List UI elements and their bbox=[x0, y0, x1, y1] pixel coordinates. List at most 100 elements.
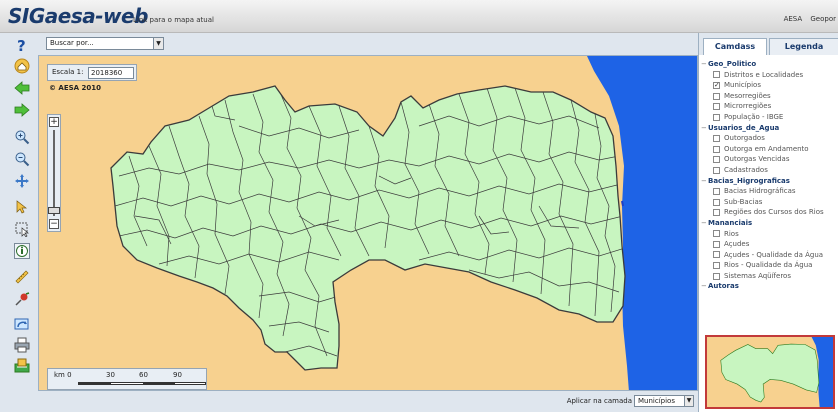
layer-checkbox[interactable] bbox=[713, 80, 720, 91]
search-select[interactable]: Buscar por... ▼ bbox=[46, 37, 164, 50]
top-right-links: AESA Geopor bbox=[778, 15, 836, 23]
layer-item[interactable]: Outorgados bbox=[701, 133, 837, 144]
layer-checkbox[interactable] bbox=[713, 240, 720, 248]
layer-item[interactable]: Municípios bbox=[701, 80, 837, 91]
geoportal-link[interactable]: Geopor bbox=[810, 15, 836, 23]
layer-item[interactable]: Açudes bbox=[701, 239, 837, 250]
export-icon[interactable] bbox=[14, 358, 30, 374]
identify-icon[interactable] bbox=[14, 199, 30, 215]
map-search-bar: Buscar por... ▼ bbox=[38, 33, 698, 55]
print-icon[interactable] bbox=[14, 337, 30, 353]
layer-checkbox[interactable] bbox=[713, 209, 720, 217]
layer-item-label: Distritos e Localidades bbox=[724, 70, 804, 79]
layer-item[interactable]: Outorga em Andamento bbox=[701, 144, 837, 155]
home-icon[interactable] bbox=[14, 58, 30, 74]
layer-checkbox[interactable] bbox=[713, 113, 720, 121]
layer-group-label: Bacias_Higrograficas bbox=[708, 176, 790, 185]
apply-layer-value: Municípios bbox=[638, 397, 675, 405]
info-icon[interactable] bbox=[14, 243, 30, 259]
layer-checkbox[interactable] bbox=[713, 251, 720, 259]
layer-item[interactable]: Mesorregiões bbox=[701, 91, 837, 102]
collapse-icon[interactable]: − bbox=[701, 176, 707, 185]
zoom-track[interactable] bbox=[53, 130, 55, 216]
forward-arrow-icon[interactable] bbox=[14, 102, 30, 118]
layer-checkbox[interactable] bbox=[713, 166, 720, 174]
back-arrow-icon[interactable] bbox=[14, 80, 30, 96]
apply-layer-select[interactable]: Municípios ▼ bbox=[634, 395, 694, 407]
layer-group-label: Geo_Politico bbox=[708, 60, 757, 68]
layer-item-label: Outorgados bbox=[724, 134, 765, 143]
layer-checkbox[interactable] bbox=[713, 71, 720, 79]
zoom-slider[interactable]: + − bbox=[47, 114, 61, 232]
scale-input[interactable] bbox=[88, 67, 134, 79]
zoom-minus-button[interactable]: − bbox=[49, 219, 59, 229]
layer-item[interactable]: Cadastrados bbox=[701, 165, 837, 176]
map-canvas[interactable]: Escala 1: © AESA 2010 + − km 0 30 60 90 bbox=[38, 55, 698, 391]
layer-checkbox[interactable] bbox=[713, 103, 720, 111]
layer-checkbox[interactable] bbox=[713, 262, 720, 270]
chevron-down-icon[interactable]: ▼ bbox=[153, 38, 163, 49]
layer-item[interactable]: Sub-Bacias bbox=[701, 197, 837, 208]
paraiba-municipalities-map[interactable] bbox=[39, 56, 698, 391]
pin-icon[interactable] bbox=[14, 291, 30, 307]
collapse-icon[interactable]: − bbox=[701, 123, 707, 132]
layer-item-label: Rios bbox=[724, 229, 739, 238]
bottom-bar: Aplicar na camada Municípios ▼ bbox=[38, 391, 698, 412]
layer-item[interactable]: Distritos e Localidades bbox=[701, 70, 837, 81]
layer-checkbox[interactable] bbox=[713, 134, 720, 142]
current-map-link[interactable]: Link para o mapa atual bbox=[133, 16, 214, 24]
layer-group[interactable]: −Mananciais bbox=[701, 218, 837, 229]
layer-item-label: Rios - Qualidade da Água bbox=[724, 261, 813, 270]
copyright-text: © AESA 2010 bbox=[49, 84, 102, 92]
measure-icon[interactable] bbox=[14, 269, 30, 285]
layer-group-label: Mananciais bbox=[708, 218, 753, 227]
header-bar: SIGaesa-web Link para o mapa atual AESA … bbox=[0, 0, 838, 33]
select-box-icon[interactable] bbox=[14, 221, 30, 237]
zoom-thumb[interactable] bbox=[48, 207, 60, 214]
scale-label-90: 90 bbox=[173, 371, 182, 379]
layer-group-label: Autoras bbox=[708, 282, 739, 291]
layer-item-label: Bacias Hidrográficas bbox=[724, 187, 796, 196]
chevron-down-icon[interactable]: ▼ bbox=[684, 396, 693, 406]
refresh-icon[interactable] bbox=[14, 316, 30, 332]
scale-bar: km 0 30 60 90 bbox=[47, 368, 207, 390]
layer-group-label: Usuarios_de_Agua bbox=[708, 123, 780, 132]
overview-map[interactable] bbox=[705, 335, 835, 409]
zoom-in-icon[interactable] bbox=[14, 129, 30, 145]
tab-camadas[interactable]: Camdass bbox=[703, 38, 767, 55]
zoom-out-icon[interactable] bbox=[14, 151, 30, 167]
layer-item[interactable]: Microrregiões bbox=[701, 101, 837, 112]
app-logo: SIGaesa-web bbox=[8, 4, 148, 28]
layer-checkbox[interactable] bbox=[713, 145, 720, 153]
scale-box: Escala 1: bbox=[47, 64, 137, 81]
tab-legenda[interactable]: Legenda bbox=[769, 38, 838, 55]
apply-layer-label: Aplicar na camada bbox=[566, 397, 632, 405]
layer-item[interactable]: Bacias Hidrográficas bbox=[701, 186, 837, 197]
collapse-icon[interactable]: − bbox=[701, 282, 707, 291]
layer-checkbox[interactable] bbox=[713, 230, 720, 238]
layer-checkbox[interactable] bbox=[713, 272, 720, 280]
pan-icon[interactable] bbox=[14, 173, 30, 189]
aesa-link[interactable]: AESA bbox=[783, 15, 803, 23]
layer-group[interactable]: −Autoras bbox=[701, 281, 837, 292]
layer-item[interactable]: Açudes - Qualidade da Água bbox=[701, 250, 837, 261]
help-icon[interactable]: ? bbox=[14, 37, 30, 53]
layer-checkbox[interactable] bbox=[713, 156, 720, 164]
layer-checkbox[interactable] bbox=[713, 198, 720, 206]
layer-item[interactable]: Rios bbox=[701, 229, 837, 240]
layer-group[interactable]: −Geo_Politico bbox=[701, 59, 837, 70]
municipality-borders bbox=[114, 87, 625, 357]
layer-item[interactable]: Outorgas Vencidas bbox=[701, 154, 837, 165]
zoom-plus-button[interactable]: + bbox=[49, 117, 59, 127]
layer-checkbox[interactable] bbox=[713, 92, 720, 100]
layer-item[interactable]: Sistemas Aqüíferos bbox=[701, 271, 837, 282]
scale-label-30: 30 bbox=[106, 371, 115, 379]
layer-checkbox[interactable] bbox=[713, 187, 720, 195]
layer-group[interactable]: −Usuarios_de_Agua bbox=[701, 123, 837, 134]
layer-item[interactable]: Rios - Qualidade da Água bbox=[701, 260, 837, 271]
layer-item[interactable]: Regiões dos Cursos dos Rios bbox=[701, 207, 837, 218]
collapse-icon[interactable]: − bbox=[701, 218, 707, 227]
collapse-icon[interactable]: − bbox=[701, 60, 707, 68]
layer-item[interactable]: População - IBGE bbox=[701, 112, 837, 123]
layer-group[interactable]: −Bacias_Higrograficas bbox=[701, 176, 837, 187]
